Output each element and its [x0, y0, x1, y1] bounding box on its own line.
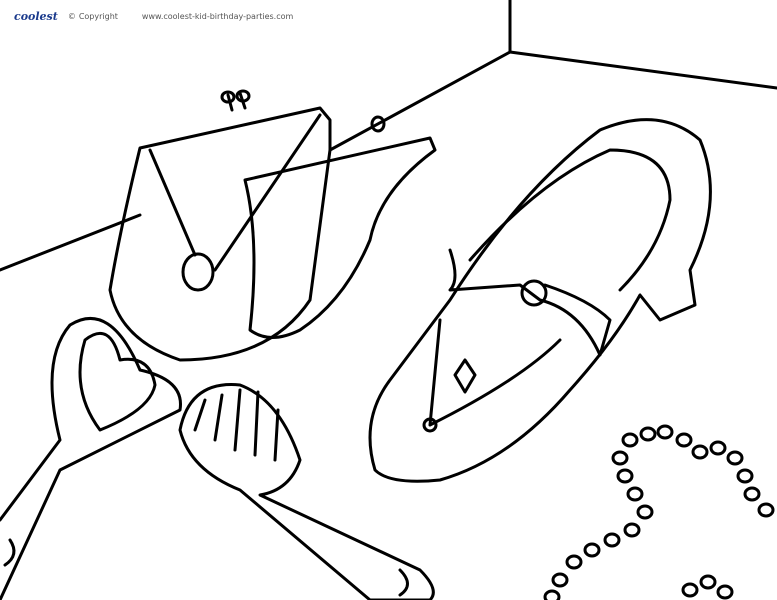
bead-necklace-drawing	[543, 424, 775, 600]
copyright-notice: © Copyright	[68, 12, 118, 21]
purse-clasp	[181, 252, 215, 292]
copyright-icon: ©	[67, 12, 76, 21]
site-url: www.coolest-kid-birthday-parties.com	[141, 12, 294, 21]
floor-left-line	[0, 50, 512, 272]
hair-brush-drawing	[178, 383, 435, 600]
purse-drawing	[108, 89, 437, 362]
hand-mirror-drawing	[0, 316, 182, 600]
floor-back-line	[508, 50, 777, 90]
shoe-drawing	[368, 118, 712, 483]
shoe-button	[520, 279, 548, 307]
site-logo: coolest	[14, 10, 58, 23]
copyright-text: Copyright	[78, 12, 118, 21]
watermark-header: coolest © Copyright www.coolest-kid-birt…	[14, 10, 293, 23]
